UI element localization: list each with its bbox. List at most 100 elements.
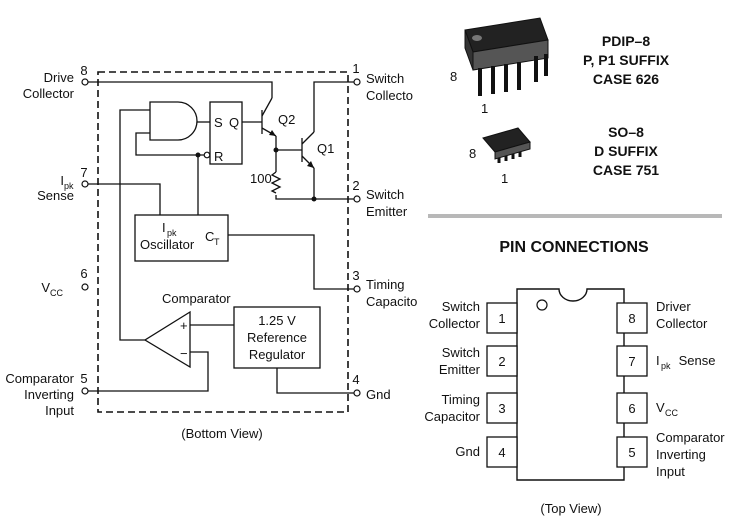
left-pin-num-3: 3 [498, 401, 505, 416]
left-pin-num-2: 2 [498, 354, 505, 369]
left-pin-2-line2: Emitter [439, 362, 481, 377]
wire-minus-to-pin5 [88, 351, 209, 392]
oscillator-ipk-sub: pk [167, 228, 177, 238]
block-diagram: 8 Drive Collector 7 I pk Sense 6 V CC 5 … [5, 61, 417, 441]
right-pin-8-line2: Collector [656, 316, 708, 331]
pin-label-line1: Switch [366, 71, 404, 86]
wire-pin8-q2-collector [88, 81, 273, 98]
wire-osc-to-r [197, 154, 210, 215]
left-pin-num-1: 1 [498, 311, 505, 326]
so8-leads [497, 152, 522, 163]
oscillator-ct-sub: T [214, 237, 220, 247]
pin-label-sub: pk [64, 181, 74, 191]
pin-label-line1: Timing [366, 277, 405, 292]
pin-number: 2 [352, 178, 359, 193]
right-pin-6-sub: CC [665, 408, 678, 418]
right-pin-5-line2: Inverting [656, 447, 706, 462]
pin-terminal [353, 389, 361, 397]
q1-collector-leg [301, 131, 315, 145]
comparator-triangle [143, 310, 191, 369]
right-pin-8-line1: Driver [656, 299, 691, 314]
ic-body [516, 288, 625, 481]
pdip-notch [472, 35, 482, 41]
pdip-pin1: 1 [481, 101, 488, 116]
right-pin-5-line3: Input [656, 464, 685, 479]
latch-r: R [214, 149, 223, 164]
resistor-label: 100 [250, 171, 272, 186]
pdip-back-leads [534, 54, 548, 82]
pdip-side-face [464, 29, 474, 71]
so8-line3: CASE 751 [593, 162, 659, 178]
pin-connections: PIN CONNECTIONS 1 2 3 4 Switch Collector… [424, 239, 725, 516]
so8-front-face [494, 141, 531, 160]
latch-r-bubble [203, 151, 211, 159]
right-pin-num-8: 8 [628, 311, 635, 326]
so8-pin8: 8 [469, 146, 476, 161]
pin-number: 1 [352, 61, 359, 76]
sr-latch: S Q R [203, 101, 243, 165]
right-pin-box-6 [616, 392, 648, 424]
pin-connections-title: PIN CONNECTIONS [499, 239, 649, 256]
pin-label-line2: Collector [23, 86, 75, 101]
pin-label-line2: Sense [37, 188, 74, 203]
latch-box [209, 101, 243, 165]
pin-label-line2: Capacito [366, 294, 417, 309]
latch-q: Q [229, 115, 239, 130]
left-pin-box-4 [486, 436, 518, 468]
right-pin-7-rest: Sense [675, 353, 715, 368]
pin-label-sub: CC [50, 288, 63, 298]
wire-pin1-q1-collector [313, 81, 354, 132]
right-pin-box-7 [616, 345, 648, 377]
wire-feedback-and [135, 132, 198, 156]
right-pin-box-8 [616, 302, 648, 334]
section-divider [428, 214, 722, 218]
left-pin-3-line2: Capacitor [424, 409, 480, 424]
pin-terminal [81, 180, 89, 188]
left-pin-1-line1: Switch [442, 299, 480, 314]
transistor-q1: Q1 [301, 131, 334, 169]
pin-5-comparator-inverting-input: 5 Comparator Inverting Input [5, 371, 89, 418]
so8-line2: D SUFFIX [594, 143, 658, 159]
q2-collector-leg [261, 97, 273, 117]
pdip-front-leads [478, 62, 521, 96]
reference-regulator-block: 1.25 V Reference Regulator [233, 306, 321, 369]
left-pin-box-1 [486, 302, 518, 334]
pin-label-line1: Switch [366, 187, 404, 202]
q1-emitter-arrow [307, 161, 314, 168]
left-pin-1-line2: Collector [429, 316, 481, 331]
right-pin-box-5 [616, 436, 648, 468]
so8-line1: SO–8 [608, 124, 644, 140]
pin-number: 3 [352, 268, 359, 283]
pin-label-line1: Comparator [5, 371, 74, 386]
pin-number: 5 [80, 371, 87, 386]
reference-line2: Reference [247, 330, 307, 345]
left-pin-4-line1: Gnd [455, 444, 480, 459]
package-outline [97, 71, 349, 413]
junction-dot [273, 147, 279, 153]
oscillator-ct-main: C [205, 229, 214, 244]
pdip8-package: 8 1 PDIP–8 P, P1 SUFFIX CASE 626 [450, 17, 670, 116]
oscillator-label: Oscillator [140, 237, 195, 252]
junction-dot [195, 152, 201, 158]
pin-number: 8 [80, 63, 87, 78]
pin-label-line1: Drive [44, 70, 74, 85]
pin-terminal [81, 387, 89, 395]
comparator-minus: − [180, 346, 188, 361]
left-pin-2-line1: Switch [442, 345, 480, 360]
pin-terminal [81, 78, 89, 86]
pin-label-line2: Collecto [366, 88, 413, 103]
left-pin-box-2 [486, 345, 518, 377]
right-pin-num-5: 5 [628, 445, 635, 460]
wire-pin2-emitter [275, 195, 354, 200]
pin-label-main: I [60, 173, 64, 188]
so8-pin1: 1 [501, 171, 508, 186]
comparator-block: Comparator + − [143, 291, 231, 369]
reference-line1: 1.25 V [258, 313, 296, 328]
pin-terminal [353, 195, 361, 203]
top-view-caption: (Top View) [540, 501, 601, 516]
reference-line3: Regulator [249, 347, 306, 362]
pin-label-line2: Inverting [24, 387, 74, 402]
pin-2-switch-emitter: 2 Switch Emitter [352, 178, 407, 219]
transistor-q2: Q2 [261, 97, 295, 137]
